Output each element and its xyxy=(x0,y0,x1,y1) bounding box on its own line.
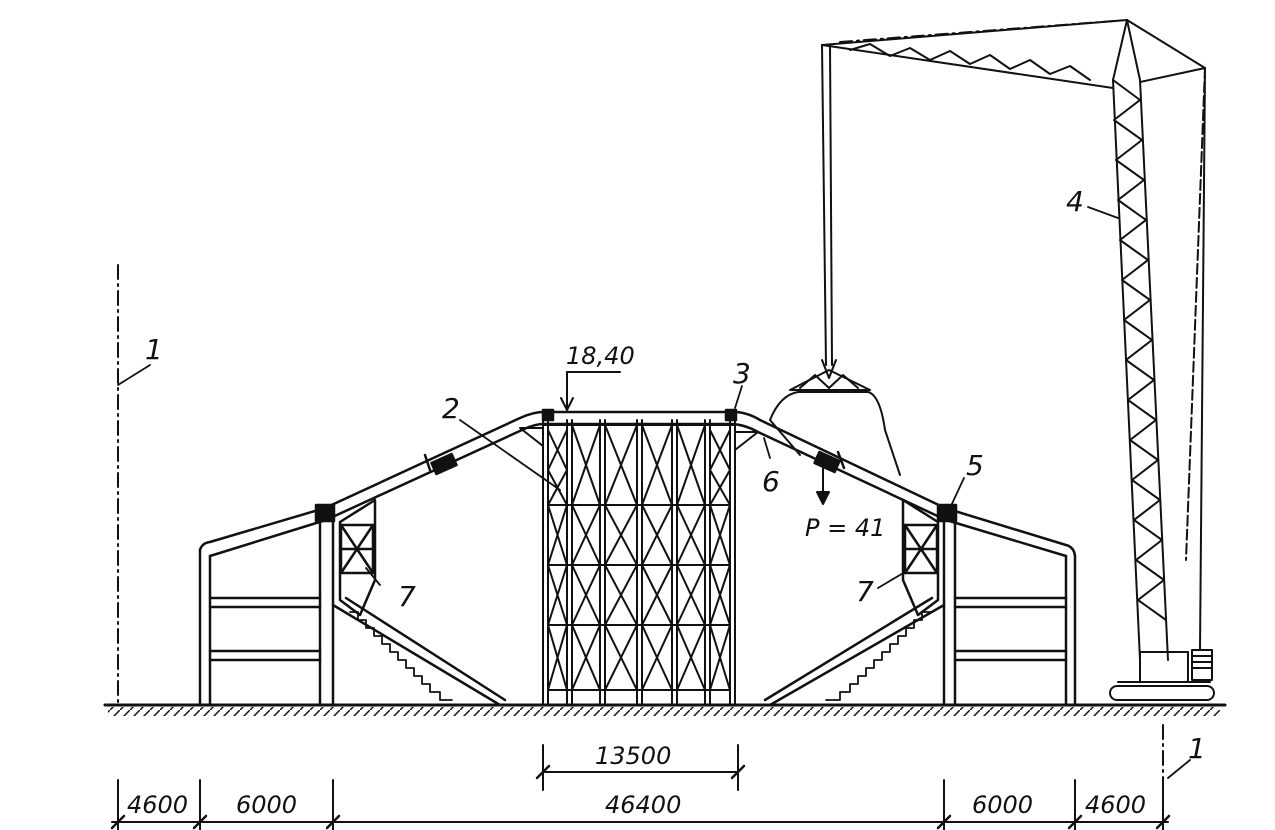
callout-segment-6: 6 xyxy=(762,465,780,498)
axis-lines xyxy=(117,264,1164,826)
right-support xyxy=(763,498,946,707)
ground-line xyxy=(103,703,1227,716)
lifted-segment xyxy=(769,369,901,505)
leader-lines xyxy=(117,206,1191,779)
dim-center-span: 13500 xyxy=(595,742,672,770)
right-frame xyxy=(942,516,1077,707)
callout-node-5: 5 xyxy=(966,449,984,482)
dimension-lines xyxy=(110,744,1171,830)
left-support xyxy=(331,498,507,707)
callout-frame-2: 2 xyxy=(442,392,460,425)
callout-axis-right: 1 xyxy=(1188,732,1206,765)
elevation-label: 18,40 xyxy=(566,342,635,370)
callout-support-7-left: 7 xyxy=(398,580,416,613)
callout-node-3: 3 xyxy=(733,357,751,390)
dim-left-outer: 4600 xyxy=(127,791,189,819)
callout-crane-4: 4 xyxy=(1066,185,1084,218)
dim-right-outer: 4600 xyxy=(1085,791,1147,819)
left-frame xyxy=(198,516,335,707)
dim-main-span: 46400 xyxy=(605,791,682,819)
central-tower xyxy=(519,419,759,706)
callout-support-7-right: 7 xyxy=(856,575,874,608)
elevation-marker xyxy=(560,371,621,411)
callout-axis-left: 1 xyxy=(145,333,163,366)
dim-right-inner: 6000 xyxy=(972,791,1034,819)
load-label: P = 41 xyxy=(805,514,886,542)
crawler-crane xyxy=(821,19,1215,701)
dim-left-inner: 6000 xyxy=(236,791,298,819)
